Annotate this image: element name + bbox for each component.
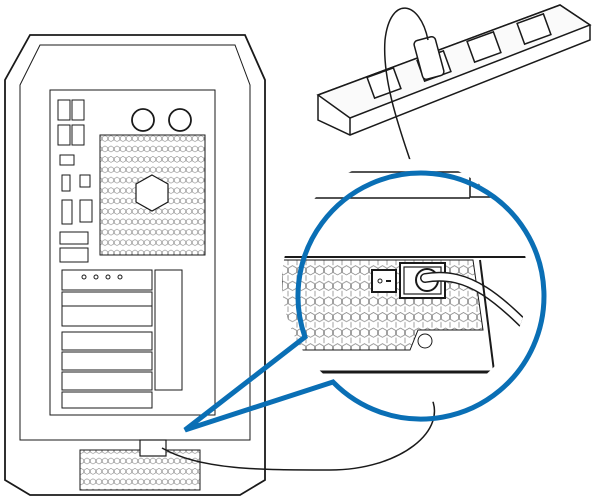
- io-panel: [57, 99, 93, 263]
- screw: [417, 333, 433, 349]
- psu-socket-small: [139, 439, 167, 457]
- fan-grommet: [131, 108, 155, 132]
- fan-grommet: [168, 108, 192, 132]
- power-strip: [316, 4, 592, 136]
- magnified-psu-view: [282, 159, 528, 405]
- magnified-callout: [183, 170, 547, 433]
- power-cord: [161, 394, 436, 471]
- power-cord: [383, 7, 429, 161]
- expansion-slots: [61, 269, 183, 409]
- power-switch: [371, 269, 397, 293]
- pc-tower-rear: [4, 34, 266, 496]
- plug-head: [413, 35, 445, 81]
